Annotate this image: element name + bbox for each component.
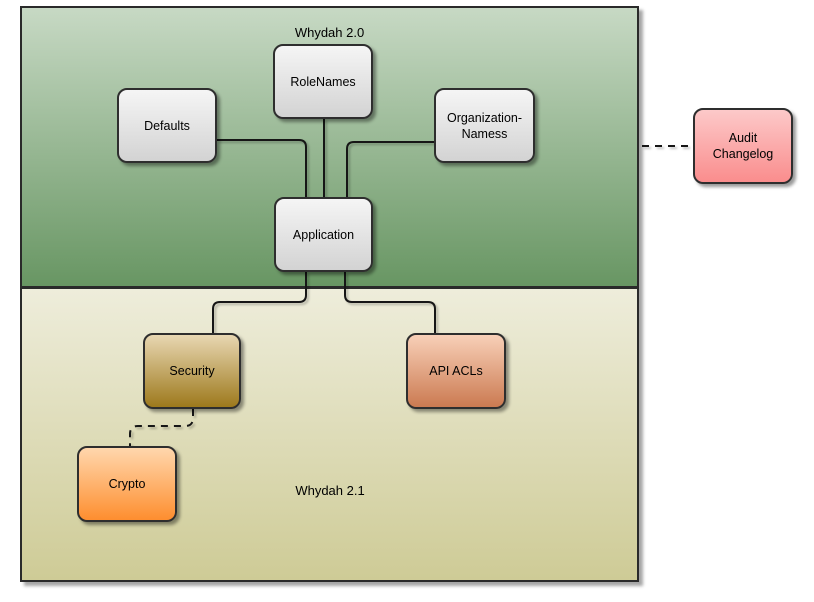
node-crypto-label: Crypto [108,477,146,491]
node-api-acls-label: API ACLs [429,364,483,378]
node-application-label: Application [292,227,355,242]
node-security-label: Security [169,364,215,378]
node-application: Application [274,197,373,272]
region-label-whydah-2-1: Whydah 2.1 [295,483,365,498]
node-defaults-label: Defaults [144,118,190,133]
node-security: Security [143,333,241,409]
node-api-acls: API ACLs [406,333,506,409]
node-organization-namess: Organization-Namess [434,88,535,163]
region-whydah-2-1 [22,289,637,580]
node-audit-changelog: Audit Changelog [693,108,793,184]
node-audit-changelog-label: Audit Changelog [712,131,774,161]
node-organization-namess-label: Organization-Namess [446,110,523,141]
node-crypto: Crypto [77,446,177,522]
region-label-whydah-2-0: Whydah 2.0 [294,25,365,40]
node-rolenames-label: RoleNames [290,74,356,89]
node-defaults: Defaults [117,88,217,163]
node-rolenames: RoleNames [273,44,373,119]
